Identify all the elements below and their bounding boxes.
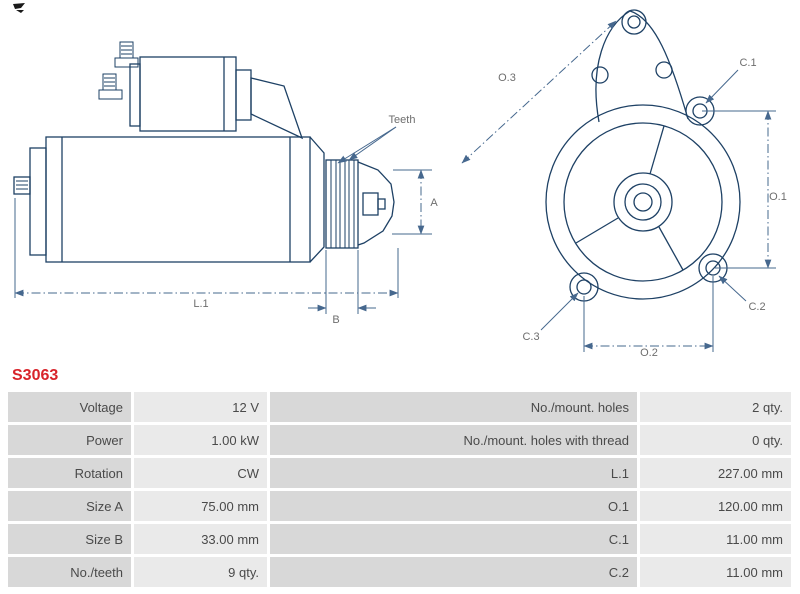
motor-body [45, 136, 311, 263]
spec-value-power: 1.00 kW [134, 425, 267, 455]
flange-inner [563, 122, 723, 282]
dim-o1-label: O.1 [769, 191, 787, 203]
spec-value-o1: 120.00 mm [640, 491, 791, 521]
spec-label-teeth: No./teeth [8, 557, 131, 587]
technical-drawing: Teeth A L.1 B [13, 3, 787, 358]
spec-label-power: Power [8, 425, 131, 455]
dim-b-label: B [332, 314, 339, 326]
dim-a-label: A [430, 197, 438, 209]
spec-label-c1: C.1 [270, 524, 637, 554]
spec-label-size-b: Size B [8, 524, 131, 554]
rear-end-cap [29, 147, 47, 256]
spec-label-size-a: Size A [8, 491, 131, 521]
dim-o2-label: O.2 [640, 347, 658, 358]
spec-value-teeth: 9 qty. [134, 557, 267, 587]
side-view-labels: Teeth A L.1 B [193, 114, 438, 326]
dim-c2-label: C.2 [748, 301, 765, 313]
spec-table: Voltage 12 V No./mount. holes 2 qty. Pow… [0, 392, 800, 587]
nose-housing [357, 161, 395, 246]
starter-front-view [545, 9, 741, 302]
spec-value-size-a: 75.00 mm [134, 491, 267, 521]
spec-value-mount-holes-thread: 0 qty. [640, 425, 791, 455]
spec-label-l1: L.1 [270, 458, 637, 488]
spec-label-rotation: Rotation [8, 458, 131, 488]
spec-value-c2: 11.00 mm [640, 557, 791, 587]
dim-o3-label: O.3 [498, 72, 516, 84]
spec-label-o1: O.1 [270, 491, 637, 521]
spec-label-c2: C.2 [270, 557, 637, 587]
pinion-gear [325, 159, 359, 249]
spec-value-l1: 227.00 mm [640, 458, 791, 488]
dim-c1-label: C.1 [739, 57, 756, 69]
front-view-labels: O.3 C.1 O.1 C.2 C.3 O.2 [498, 57, 787, 358]
dim-l1-label: L.1 [193, 298, 208, 310]
spec-value-c1: 11.00 mm [640, 524, 791, 554]
front-view-dimensions [461, 20, 776, 352]
starter-side-view [13, 41, 395, 263]
spec-value-size-b: 33.00 mm [134, 524, 267, 554]
spec-label-voltage: Voltage [8, 392, 131, 422]
part-number: S3063 [12, 367, 59, 384]
hole-c3 [576, 279, 592, 295]
spec-label-mount-holes-thread: No./mount. holes with thread [270, 425, 637, 455]
corner-mark [13, 3, 25, 13]
spec-value-mount-holes: 2 qty. [640, 392, 791, 422]
flange-outer [545, 104, 741, 300]
dim-c3-label: C.3 [522, 331, 539, 343]
solenoid [129, 56, 252, 132]
side-view-dimensions [14, 126, 432, 314]
terminal-studs [98, 41, 139, 100]
spec-value-voltage: 12 V [134, 392, 267, 422]
spec-label-mount-holes: No./mount. holes [270, 392, 637, 422]
spec-value-rotation: CW [134, 458, 267, 488]
teeth-label: Teeth [389, 114, 416, 126]
